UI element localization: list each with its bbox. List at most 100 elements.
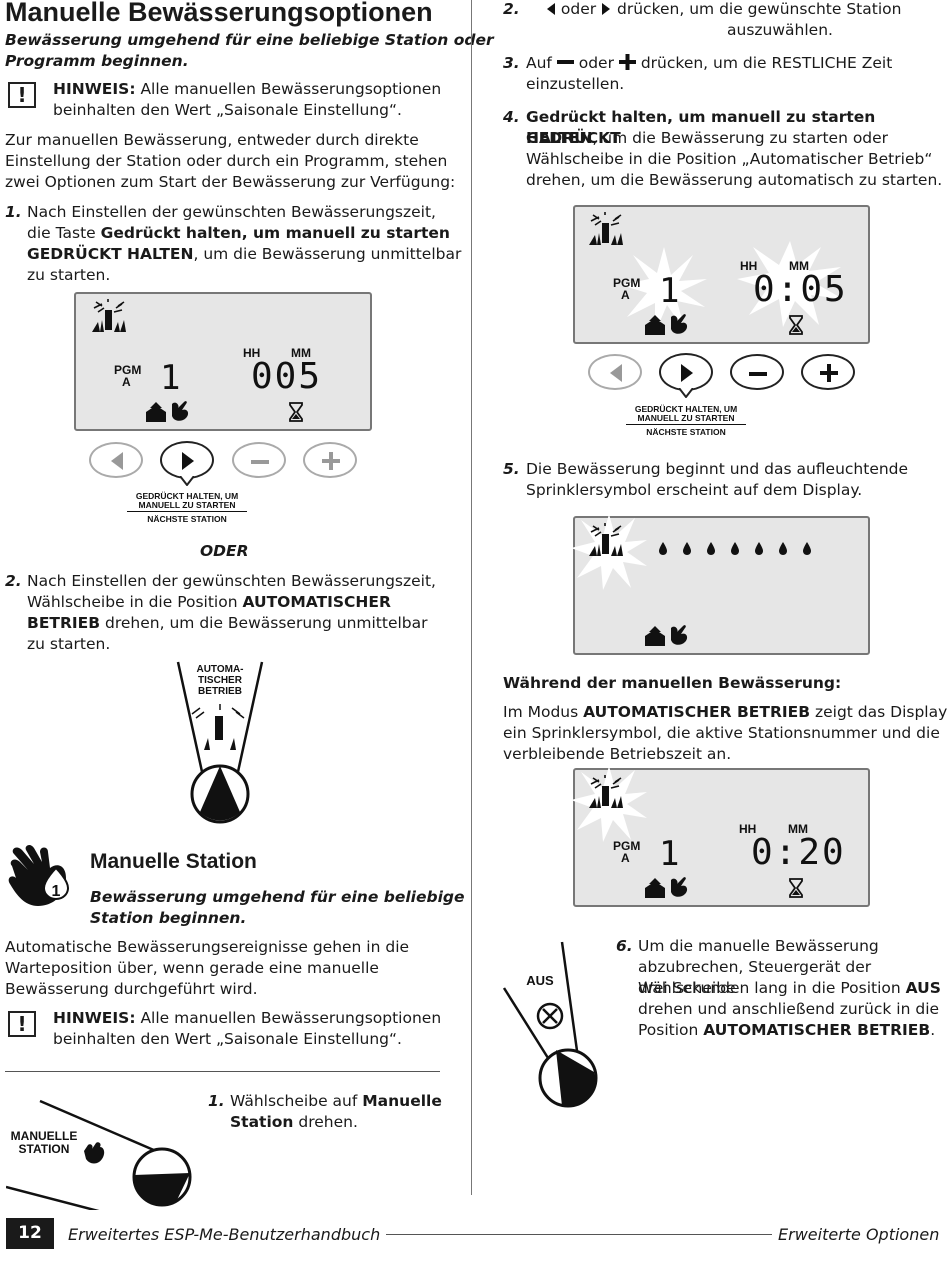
manual-station-icon (146, 401, 189, 422)
manual-station-hand-icon: 1 (8, 844, 70, 906)
right-arrow-icon (602, 3, 611, 15)
during-line2: ein Sprinklersymbol, die aktive Stations… (503, 724, 940, 742)
step2-line4: zu starten. (27, 635, 111, 653)
step1-line2: die Taste Gedrückt halten, um manuell zu… (27, 223, 450, 244)
lcd2-mm: MM (789, 259, 809, 273)
dial1-line1: AUTOMA- (196, 664, 244, 675)
warning-icon: ! (8, 82, 36, 108)
note2-line1: HINWEIS: Alle manuellen Bewässerungsopti… (53, 1008, 441, 1029)
intro-line3: zwei Optionen zum Start der Bewässerung … (5, 173, 456, 191)
during-line1: Im Modus AUTOMATISCHER BETRIEB zeigt das… (503, 702, 947, 723)
sprinkler-icon (589, 775, 623, 808)
r-step4-l2a: HALTEN (526, 129, 593, 147)
r-step4-line2: HALTEN, um die Bewässerung zu starten od… (526, 128, 888, 149)
svg-text:1: 1 (52, 883, 61, 900)
r-step5-line2: Sprinklersymbol erscheint auf dem Displa… (526, 481, 863, 499)
note2-text1: Alle manuellen Bewässerungsoptionen (135, 1009, 442, 1027)
intro-line1: Zur manuellen Bewässerung, entweder durc… (5, 131, 419, 149)
r-step6-line5: Position AUTOMATISCHER BETRIEB. (638, 1020, 935, 1041)
ms-step1-line2: Station drehen. (230, 1112, 358, 1133)
note2-label: HINWEIS: (53, 1009, 136, 1027)
r-step5-line1: Die Bewässerung beginnt und das aufleuch… (526, 460, 909, 478)
r-step3-c: drücken, um die RESTLICHE Zeit (635, 54, 893, 72)
note2-line2: beinhalten den Wert „Saisonale Einstellu… (53, 1030, 402, 1048)
plus-icon (322, 452, 340, 470)
left-arrow-icon (547, 3, 555, 15)
minus-button-2[interactable] (730, 354, 784, 390)
warning-icon: ! (8, 1011, 36, 1037)
minus-button-1[interactable] (232, 442, 286, 478)
lcd4-time: 0:20 (751, 832, 846, 873)
lcd2-hh: HH (740, 259, 758, 273)
footer-right-text: Erweiterte Optionen (778, 1225, 940, 1244)
step1-l2b: Gedrückt halten, um manuell zu starten (100, 224, 450, 242)
lcd1-time: 005 (251, 356, 323, 397)
dial1-line2: TISCHER (198, 675, 242, 686)
section-title-manual-station: Manuelle Station (90, 850, 257, 873)
right-arrow-button-2[interactable] (659, 353, 713, 391)
r-step6-l5a: Position (638, 1021, 704, 1039)
lcd1-a: A (122, 375, 131, 389)
dial1-line3: BETRIEB (198, 686, 242, 697)
step1-l3b: , um die Bewässerung unmittelbar (193, 245, 462, 263)
lcd2-time: 0:05 (753, 269, 848, 310)
manual-station-icon (645, 314, 688, 335)
plus-button-2[interactable] (801, 354, 855, 390)
footer-rule (386, 1234, 772, 1235)
during-l1c: zeigt das Display (810, 703, 948, 721)
r-step5-number: 5. (503, 460, 520, 478)
intro-line2: Einstellung der Station oder durch ein P… (5, 152, 448, 170)
r-step6-l3b: AUS (905, 979, 941, 997)
during-line3: verbleibende Betriebszeit an. (503, 745, 732, 763)
r-step6-l5b: AUTOMATISCHER BETRIEB (703, 1021, 931, 1039)
title-subtitle-line1: Bewässerung umgehend für eine beliebige … (5, 31, 494, 49)
r-step6-line4: drehen und anschließend zurück in die (638, 1000, 940, 1018)
lcd4-station: 1 (659, 834, 682, 874)
step2-l2b: AUTOMATISCHER (242, 593, 391, 611)
hourglass-icon (289, 402, 303, 422)
r-step2-line2: auszuwählen. (727, 21, 833, 39)
step2-l2a: Wählscheibe in die Position (27, 593, 243, 611)
caption2-line2: MANUELL ZU STARTEN (626, 413, 746, 425)
flash-burst (737, 241, 843, 327)
r-step3-line1: Auf oder drücken, um die RESTLICHE Zeit (526, 53, 892, 74)
r-step4-line3: Wählscheibe in die Position „Automatisch… (526, 150, 933, 168)
column-divider (471, 0, 472, 1195)
right-arrow-button-1[interactable] (160, 441, 214, 479)
left-arrow-icon (610, 364, 622, 382)
para-line1: Automatische Bewässerungsereignisse gehe… (5, 938, 410, 956)
footer-left-text: Erweitertes ESP-Me-Benutzerhandbuch (68, 1225, 381, 1244)
r-step6-l5c: . (930, 1021, 936, 1039)
note1-text1: Alle manuellen Bewässerungsoptionen (135, 80, 442, 98)
ms-step1-number: 1. (208, 1092, 225, 1110)
left-arrow-button-1[interactable] (89, 442, 143, 478)
button-pointer (679, 388, 693, 398)
r-step6-line3: drei Sekunden lang in die Position AUS (638, 978, 941, 999)
r-step2-number: 2. (503, 0, 520, 18)
caption1-line1: GEDRÜCKT HALTEN, UM (135, 491, 239, 501)
manual-station-icon (645, 877, 688, 898)
lcd-display-1: HH MM PGM A 1 005 (74, 292, 372, 431)
r-step4-l2b: , um die Bewässerung zu starten oder (592, 129, 889, 147)
lcd4-mm: MM (788, 822, 808, 836)
during-l1b: AUTOMATISCHER BETRIEB (583, 703, 811, 721)
caption2-line3: NÄCHSTE STATION (646, 427, 726, 437)
step1-number: 1. (5, 203, 22, 221)
lcd4-hh: HH (739, 822, 757, 836)
dial-off-diagram (502, 941, 598, 1108)
caption1-line2: MANUELL ZU STARTEN (127, 500, 247, 512)
plus-button-1[interactable] (303, 442, 357, 478)
r-step6-line1: Um die manuelle Bewässerung (638, 937, 879, 955)
caption2-line1: GEDRÜCKT HALTEN, UM (634, 404, 738, 414)
r-step6-number: 6. (616, 937, 633, 955)
lcd4-pgm: PGM (613, 839, 641, 853)
sprinkler-icon (92, 299, 126, 332)
left-arrow-button-2[interactable] (588, 354, 642, 390)
r-step3-line2: einzustellen. (526, 75, 625, 93)
ms-step1-l2a: Station (230, 1113, 294, 1131)
step1-line3: GEDRÜCKT HALTEN, um die Bewässerung unmi… (27, 244, 461, 265)
title-subtitle-line2: Programm beginnen. (5, 52, 189, 70)
hourglass-icon (789, 878, 803, 898)
lcd1-mm: MM (291, 346, 311, 360)
step2-number: 2. (5, 572, 22, 590)
